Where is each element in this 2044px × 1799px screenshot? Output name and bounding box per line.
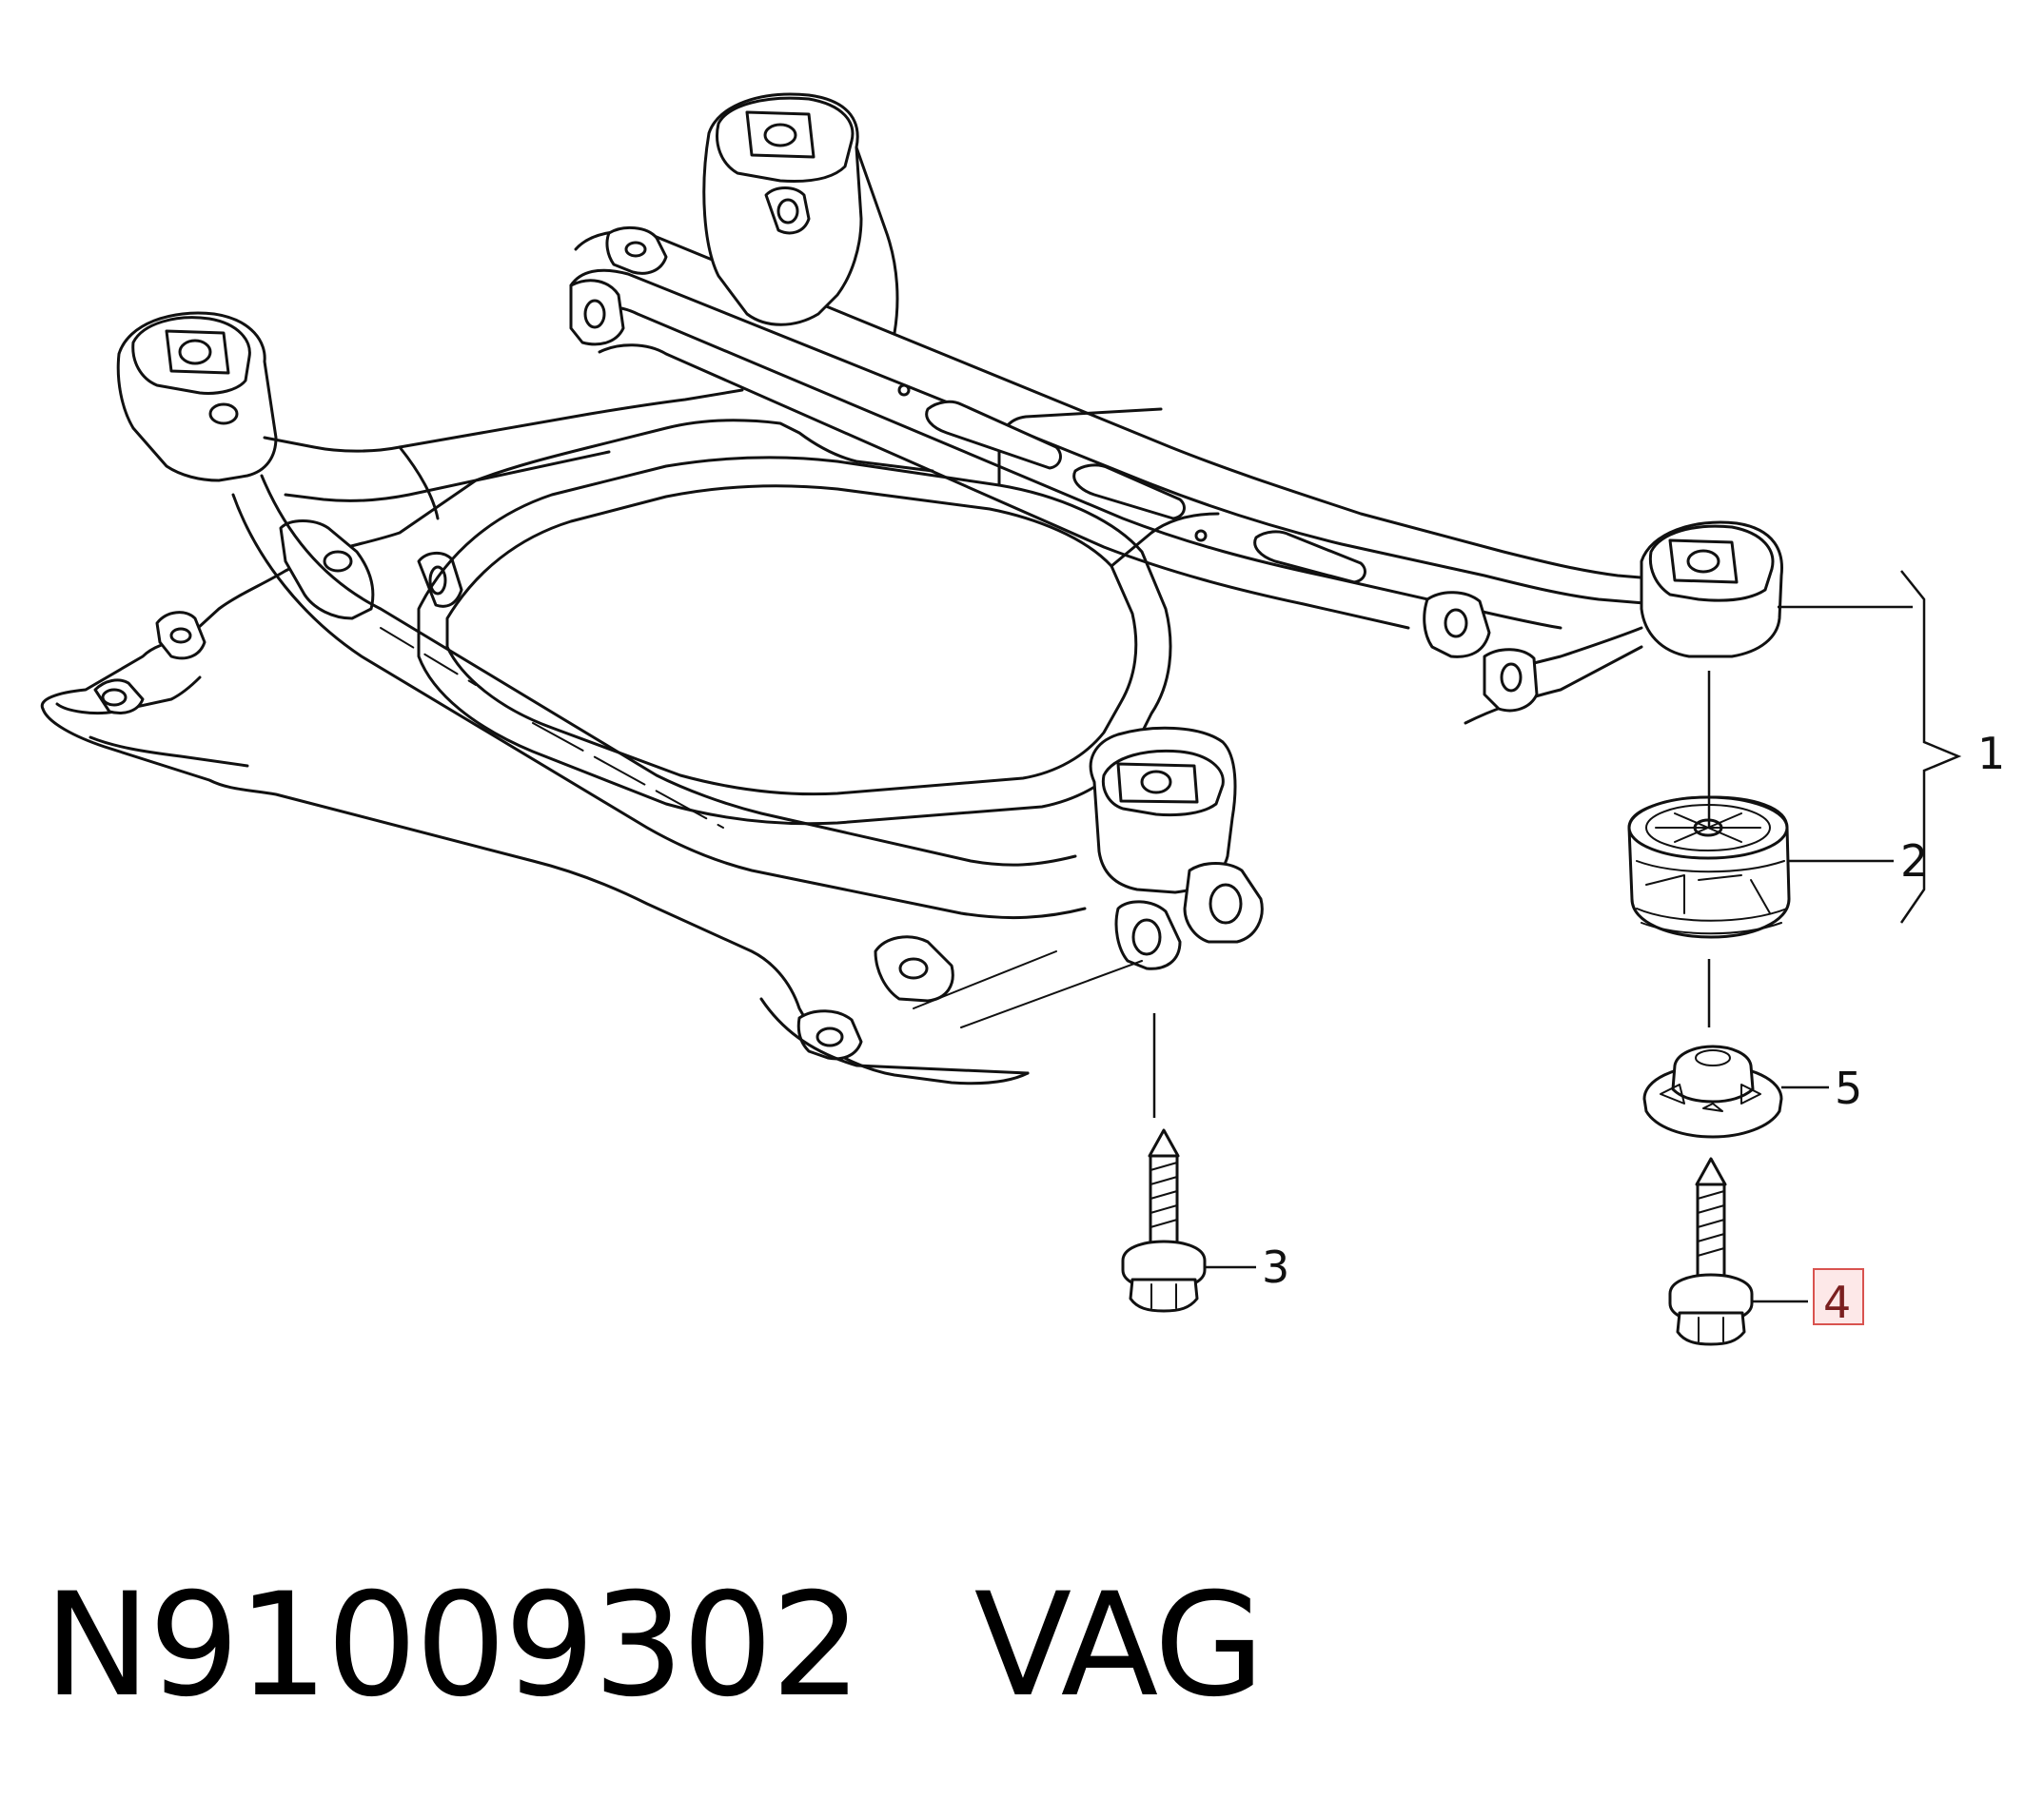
callout-4-highlight	[1813, 1268, 1864, 1325]
callout-5: 5	[1835, 1063, 1862, 1114]
part-number: N91009302	[44, 1563, 862, 1729]
washer-part	[1642, 1045, 1783, 1139]
callout-3: 3	[1262, 1242, 1289, 1293]
callout-4: 4	[1823, 1277, 1851, 1328]
bolt-part-4	[1668, 1157, 1754, 1346]
callout-1: 1	[1977, 728, 2005, 779]
subframe-illustration	[40, 92, 1783, 1085]
brand-label: VAG	[973, 1563, 1265, 1729]
part-number-caption: N91009302 VAG	[44, 1563, 1265, 1729]
callout-2: 2	[1900, 835, 1928, 887]
bolt-part-3	[1121, 1128, 1207, 1313]
leader-lines	[1152, 570, 1962, 1303]
